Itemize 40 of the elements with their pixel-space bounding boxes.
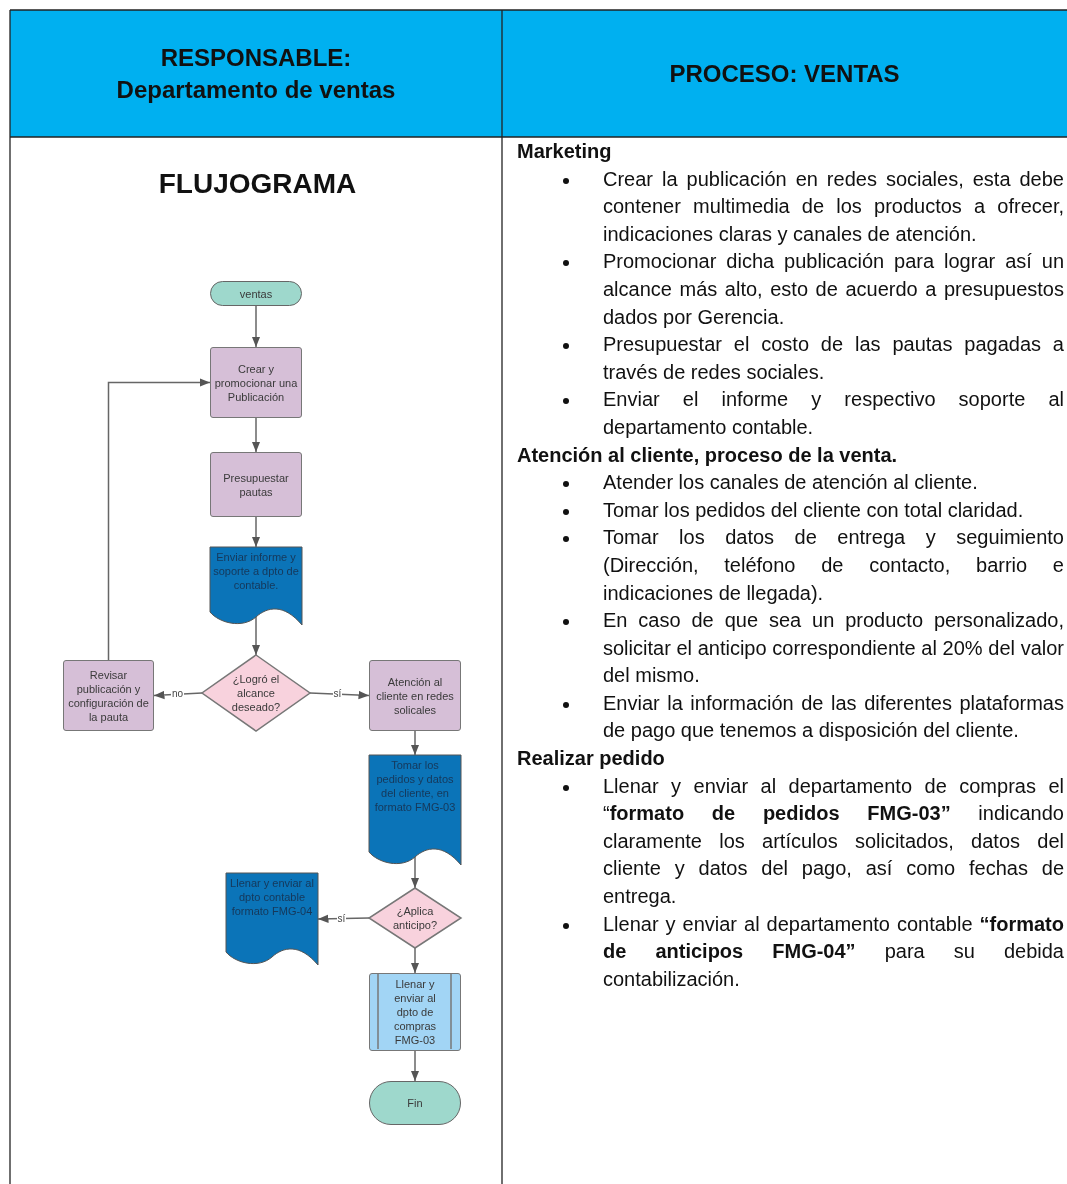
table-header-cell-text: RESPONSABLE: Departamento de ventas bbox=[115, 42, 397, 105]
arrow bbox=[251, 417, 261, 453]
process-box: Atención al cliente en redes solicales bbox=[369, 660, 461, 731]
arrow bbox=[251, 305, 261, 348]
document-shape: Tomar los pedidos y datos del cliente, en formato FMG-03 bbox=[369, 755, 461, 865]
edge-label: sí bbox=[336, 912, 347, 924]
bullet-item: Llenar y enviar al departamento contable “formato de anticipos FMG-04” para su debida contabilización. bbox=[517, 910, 1064, 994]
process-box: Presupuestar pautas bbox=[210, 452, 302, 517]
arrow bbox=[107, 378, 211, 661]
decision-diamond: ¿Aplica anticipo? bbox=[369, 888, 461, 948]
arrow bbox=[410, 1050, 420, 1082]
decision-diamond: ¿Logró el alcance deseado? bbox=[202, 655, 310, 731]
bullet-item: Tomar los pedidos del cliente con total claridad. bbox=[517, 496, 1064, 525]
chart-title: FLUJOGRAMA bbox=[157, 168, 358, 200]
bullet-item: Tomar los datos de entrega y seguimiento (Dirección, teléfono de contacto, barrio e indicaciones de llegada). bbox=[517, 524, 1064, 608]
bullet-item: Atender los canales de atención al cliente. bbox=[517, 469, 1064, 497]
bullet-item: Crear la publicación en redes sociales, esta debe contener multimedia de los productos a ofrecer, indicaciones claras y canales de atención. bbox=[517, 165, 1064, 249]
arrow bbox=[410, 947, 420, 974]
edge-label: sí bbox=[332, 688, 343, 700]
bullet-item: Presupuestar el costo de las pautas pagadas a través de redes sociales. bbox=[517, 331, 1064, 387]
arrow bbox=[251, 616, 261, 656]
section-heading: Marketing bbox=[517, 139, 613, 164]
bullet-item: Enviar la información de las diferentes plataformas de pago que tenemos a disposición del cliente. bbox=[517, 689, 1064, 746]
table-header-cell-text: PROCESO: VENTAS bbox=[668, 58, 901, 89]
arrow bbox=[410, 730, 420, 756]
predefined-process-box: Llenar y enviar al dpto de compras FMG-03 bbox=[369, 973, 461, 1051]
arrow bbox=[309, 690, 370, 700]
arrow bbox=[410, 856, 420, 889]
section-heading: Realizar pedido bbox=[517, 746, 666, 772]
document-shape: Enviar informe y soporte a dpto de contable. bbox=[210, 547, 302, 625]
edge-label: no bbox=[171, 688, 185, 700]
bullet-item: Enviar el informe y respectivo soporte al departamento contable. bbox=[517, 386, 1064, 442]
arrow bbox=[251, 516, 261, 548]
bullet-item: En caso de que sea un producto personalizado, solicitar el anticipo correspondiente al 20% del valor del mismo. bbox=[517, 607, 1064, 690]
section-heading: Atención al cliente, proceso de la venta. bbox=[517, 442, 899, 468]
process-box: Revisar publicación y configuración de la pauta bbox=[63, 660, 154, 731]
bullet-item: Llenar y enviar al departamento de compras el “formato de pedidos FMG-03” indicando claramente los artículos solicitados, datos del cliente y datos del pago, así como fechas de entrega. bbox=[517, 772, 1064, 911]
process-box: Crear y promocionar una Publicación bbox=[210, 347, 302, 418]
document-shape: Llenar y enviar al dpto contable formato FMG-04 bbox=[226, 873, 318, 965]
bullet-item: Promocionar dicha publicación para lograr así un alcance más alto, esto de acuerdo a presupuestos dados por Gerencia. bbox=[517, 248, 1064, 332]
